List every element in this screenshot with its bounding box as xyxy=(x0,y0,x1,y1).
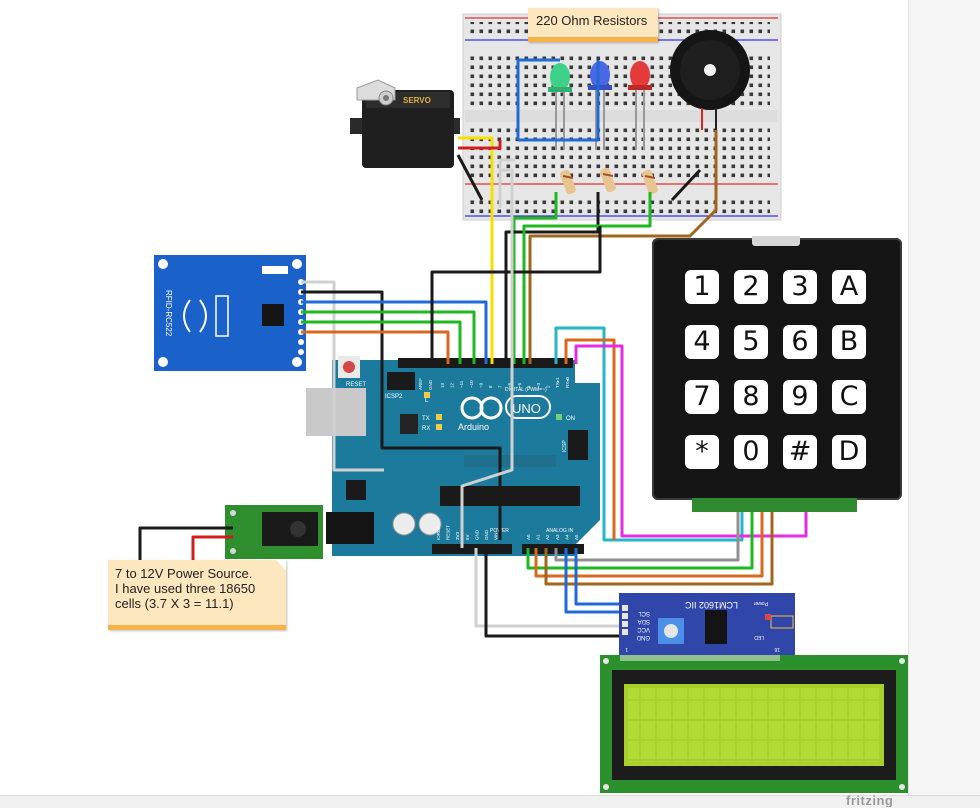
digital-pin-label: 12 xyxy=(450,382,455,388)
keypad-key[interactable]: # xyxy=(783,435,817,469)
uno-logo: UNO xyxy=(512,401,541,416)
power-jack xyxy=(225,505,323,559)
power-pin-label: GND xyxy=(484,529,489,540)
i2c-led-label: LED xyxy=(754,634,764,640)
power-pin-label: RESET xyxy=(446,525,451,540)
digital-pin-label: 13 xyxy=(440,382,445,388)
keypad-key[interactable]: B xyxy=(832,325,866,359)
resistors xyxy=(560,167,658,195)
reset-label: RESET xyxy=(346,382,366,388)
analog-pin-label: A3 xyxy=(555,534,560,540)
note-bar xyxy=(528,37,658,42)
digital-pin-label: 8 xyxy=(488,385,493,388)
digital-pin-label: ~9 xyxy=(478,382,483,388)
arduino-brand: Arduino xyxy=(458,422,489,432)
keypad-key[interactable]: 6 xyxy=(783,325,817,359)
keypad-key[interactable]: 0 xyxy=(734,435,768,469)
analog-label: ANALOG IN xyxy=(546,528,574,534)
analog-pin-label: A5 xyxy=(574,534,579,540)
digital-pin-label: ~11 xyxy=(459,380,464,388)
rfid-label: RFID-RC522 xyxy=(164,290,173,337)
buzzer xyxy=(670,30,750,130)
power-pin-label: 5V xyxy=(465,534,470,540)
power-source-note: 7 to 12V Power Source. I have used three… xyxy=(108,560,286,630)
digital-label: DIGITAL (PWM=~) xyxy=(505,387,547,393)
power-pin-label: IOREF xyxy=(436,526,441,540)
note-fold xyxy=(276,560,286,570)
power-pin-label: VIN xyxy=(494,532,499,540)
power-note-line: 7 to 12V Power Source. xyxy=(115,566,253,581)
keypad-key[interactable]: 3 xyxy=(783,270,817,304)
keypad-tab xyxy=(752,236,800,246)
i2c-pin-one: 1 xyxy=(625,646,628,652)
i2c-power-label: Power xyxy=(753,600,768,606)
analog-pin-label: A4 xyxy=(564,534,569,540)
i2c-pin-sixteen: 16 xyxy=(774,646,780,652)
gnd-label: GND xyxy=(428,379,433,390)
digital-pin-label: RX◂0 xyxy=(565,376,570,388)
digital-pin-label: ~3 xyxy=(536,382,541,388)
analog-pin-label: A2 xyxy=(545,534,550,540)
servo-motor xyxy=(350,79,460,168)
digital-pin-label: 7 xyxy=(498,385,503,388)
rfid-module xyxy=(154,255,306,371)
led-tx-label: TX xyxy=(422,416,430,422)
i2c-pin-scl: SCL xyxy=(638,610,650,616)
i2c-pin-sda: SDA xyxy=(638,618,650,624)
keypad-key[interactable]: 5 xyxy=(734,325,768,359)
lcd-display xyxy=(600,655,908,793)
digital-pin-label: ~6 xyxy=(507,382,512,388)
analog-pin-labels: A0 A1 A2 A3 A4 A5 xyxy=(526,534,579,540)
power-pin-label: 3V3 xyxy=(455,531,460,540)
icsp2-label: ICSP2 xyxy=(385,394,403,400)
note-bar xyxy=(108,625,286,630)
digital-pin-label: ~10 xyxy=(469,380,474,388)
keypad-key[interactable]: 9 xyxy=(783,380,817,414)
digital-pin-label: ~5 xyxy=(517,382,522,388)
bottom-bar xyxy=(0,795,980,808)
on-label: ON xyxy=(566,416,575,422)
i2c-pin-vcc: VCC xyxy=(637,626,650,632)
led-red xyxy=(628,61,652,150)
power-pin-labels: IOREF RESET 3V3 5V GND GND VIN xyxy=(436,525,499,540)
keypad-key[interactable]: 8 xyxy=(734,380,768,414)
keypad-key[interactable]: D xyxy=(832,435,866,469)
digital-pin-label: TX▸1 xyxy=(555,377,560,388)
servo-label: SERVO xyxy=(403,96,431,105)
power-note-line: I have used three 18650 xyxy=(115,581,256,596)
keypad-key[interactable]: 2 xyxy=(734,270,768,304)
i2c-pin-gnd: GND xyxy=(636,634,650,640)
keypad-key[interactable]: * xyxy=(685,435,719,469)
page-edge xyxy=(908,0,980,807)
keypad-key[interactable]: 1 xyxy=(685,270,719,304)
digital-pin-labels: 13 12 ~11 ~10 ~9 8 7 ~6 ~5 4 ~3 2 TX▸1 RX◂0 xyxy=(440,376,570,388)
keypad-connector xyxy=(692,498,857,512)
keypad-key[interactable]: C xyxy=(832,380,866,414)
led-l-label: L xyxy=(425,398,429,404)
analog-pin-label: A0 xyxy=(526,534,531,540)
power-pin-label: GND xyxy=(474,529,479,540)
power-note-line: cells (3.7 X 3 = 11.1) xyxy=(115,596,234,611)
aref-label: AREF xyxy=(418,378,423,390)
led-rx-label: RX xyxy=(422,426,430,432)
keypad-key[interactable]: A xyxy=(832,270,866,304)
keypad-key[interactable]: 7 xyxy=(685,380,719,414)
fritzing-watermark: fritzing xyxy=(846,795,894,807)
wires xyxy=(138,58,808,638)
digital-pin-label: 2 xyxy=(546,385,551,388)
digital-pin-label: 4 xyxy=(526,385,531,388)
icsp-label: ICSP xyxy=(562,440,568,452)
resistors-note: 220 Ohm Resistors xyxy=(528,8,658,42)
keypad-key[interactable]: 4 xyxy=(685,325,719,359)
i2c-title: LCM1602 IIC xyxy=(684,600,738,610)
arduino-board xyxy=(306,356,600,556)
led-blue xyxy=(588,61,612,150)
i2c-adapter xyxy=(619,593,795,657)
resistors-note-text: 220 Ohm Resistors xyxy=(536,13,648,28)
analog-pin-label: A1 xyxy=(536,534,541,540)
